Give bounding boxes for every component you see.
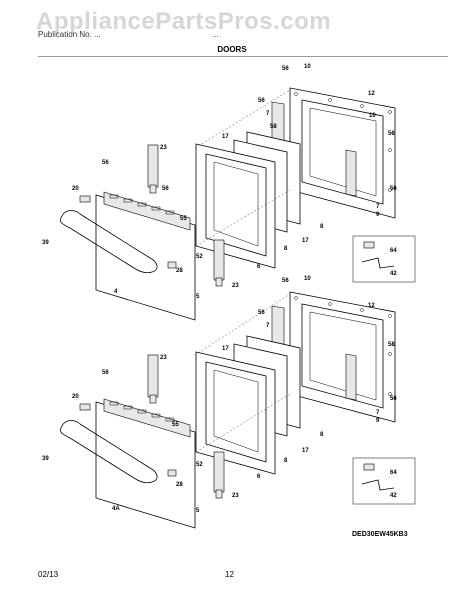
lower-detail-box (352, 457, 416, 505)
svg-text:17: 17 (302, 448, 309, 454)
watermark: AppliancePartsPros.com (36, 8, 332, 35)
svg-text:7: 7 (266, 111, 270, 117)
svg-text:56: 56 (282, 66, 289, 72)
svg-text:52: 52 (196, 462, 203, 468)
svg-text:10: 10 (304, 64, 311, 70)
svg-text:56: 56 (282, 278, 289, 284)
svg-text:42: 42 (390, 493, 397, 499)
svg-text:55: 55 (180, 216, 187, 222)
svg-text:56: 56 (390, 186, 397, 192)
svg-text:23: 23 (232, 493, 239, 499)
upper-door-assembly (60, 87, 416, 321)
svg-text:56: 56 (102, 370, 109, 376)
svg-text:8: 8 (320, 224, 324, 230)
svg-text:6: 6 (257, 264, 261, 270)
header-code: ... (212, 30, 219, 39)
svg-text:8: 8 (284, 246, 288, 252)
svg-text:17: 17 (302, 238, 309, 244)
svg-text:5: 5 (196, 294, 200, 300)
upper-callouts: 56 10 12 56 7 58 56 10 56 17 23 56 56 20… (42, 64, 397, 300)
svg-text:4A: 4A (112, 506, 120, 512)
svg-text:56: 56 (388, 131, 395, 137)
svg-text:52: 52 (196, 254, 203, 260)
svg-text:7: 7 (266, 323, 270, 329)
diagram-code: DED30EW45KB3 (352, 531, 408, 538)
svg-text:12: 12 (368, 303, 375, 309)
svg-text:20: 20 (72, 186, 79, 192)
svg-text:23: 23 (232, 283, 239, 289)
svg-text:64: 64 (390, 470, 397, 476)
svg-text:23: 23 (160, 145, 167, 151)
svg-text:23: 23 (160, 355, 167, 361)
svg-text:10: 10 (369, 113, 376, 119)
svg-text:4: 4 (114, 289, 118, 295)
svg-text:17: 17 (222, 346, 229, 352)
svg-text:64: 64 (390, 248, 397, 254)
svg-text:58: 58 (388, 342, 395, 348)
svg-text:9: 9 (376, 212, 380, 218)
lower-callouts: 56 10 12 56 7 58 56 17 23 56 20 55 39 52… (42, 276, 397, 514)
svg-text:39: 39 (42, 240, 49, 246)
svg-text:56: 56 (162, 186, 169, 192)
svg-text:28: 28 (176, 268, 183, 274)
svg-text:9: 9 (376, 418, 380, 424)
svg-text:56: 56 (102, 160, 109, 166)
section-title: DOORS (217, 45, 247, 54)
svg-text:58: 58 (270, 124, 277, 130)
svg-text:56: 56 (258, 310, 265, 316)
lower-door-handle (60, 420, 158, 484)
svg-text:6: 6 (257, 474, 261, 480)
upper-detail-box (352, 235, 416, 283)
page-number: 12 (225, 570, 234, 579)
svg-text:7: 7 (376, 410, 380, 416)
svg-text:39: 39 (42, 456, 49, 462)
publication-line: Publication No. ... (38, 30, 101, 39)
svg-text:56: 56 (258, 98, 265, 104)
svg-text:17: 17 (222, 134, 229, 140)
svg-text:28: 28 (176, 482, 183, 488)
svg-text:5: 5 (196, 508, 200, 514)
svg-text:12: 12 (368, 91, 375, 97)
header-rule (38, 56, 448, 57)
upper-door-handle (60, 210, 158, 274)
svg-text:56: 56 (390, 396, 397, 402)
svg-text:10: 10 (304, 276, 311, 282)
lower-door-assembly (60, 291, 416, 529)
upper-frame-window (301, 99, 384, 205)
svg-text:8: 8 (284, 458, 288, 464)
svg-text:55: 55 (172, 422, 179, 428)
svg-text:7: 7 (376, 204, 380, 210)
footer-date: 02/13 (38, 570, 59, 579)
svg-text:42: 42 (390, 271, 397, 277)
svg-text:20: 20 (72, 394, 79, 400)
svg-text:8: 8 (320, 432, 324, 438)
